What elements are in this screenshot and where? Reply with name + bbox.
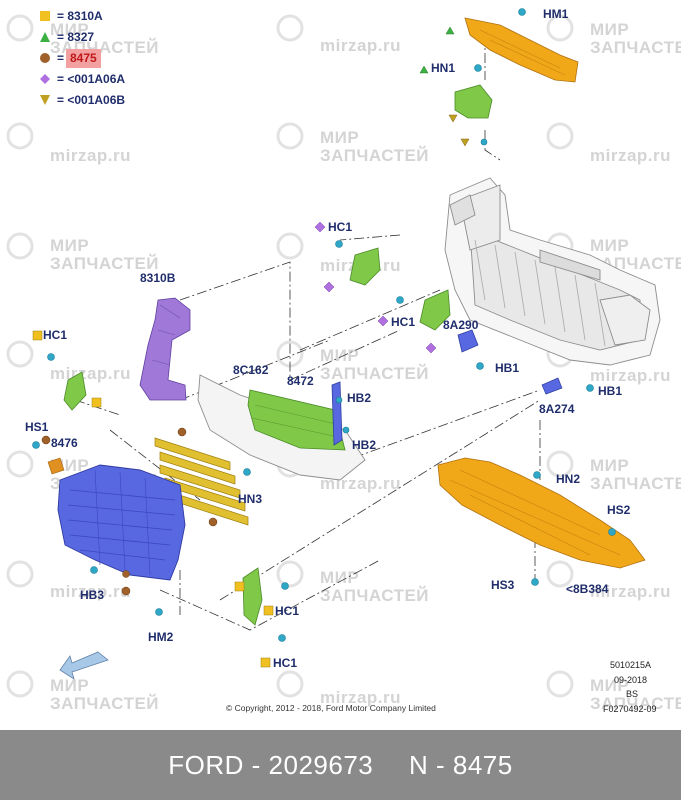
watermark: mirzap.ru — [320, 36, 402, 55]
callout-8a274: 8A274 — [539, 402, 575, 416]
legend-separator: = — [57, 93, 65, 107]
callout-hc1: HC1 — [273, 656, 298, 670]
watermark: МИР — [590, 236, 630, 255]
watermark: ЗАПЧАСТЕЙ — [590, 38, 681, 57]
callout-8b384: <8B384 — [566, 582, 609, 596]
callout-hb1: HB1 — [495, 361, 520, 375]
bracket-part — [419, 289, 451, 331]
bracket-part — [63, 371, 87, 411]
watermark: mirzap.ru — [50, 146, 132, 165]
legend-separator: = — [57, 9, 65, 23]
legend-label: 8327 — [67, 30, 95, 44]
watermark: mirzap.ru — [50, 364, 132, 383]
triangle-up-icon — [40, 32, 50, 42]
watermark: МИР — [320, 128, 360, 147]
callout-8a290: 8A290 — [443, 318, 479, 332]
callout-hs1: HS1 — [25, 420, 49, 434]
callout-hb2: HB2 — [347, 391, 372, 405]
callout-hb3: HB3 — [80, 588, 105, 602]
seal-strip — [331, 381, 343, 446]
exploded-view — [6, 8, 661, 698]
callout-hn3: HN3 — [238, 492, 263, 506]
watermark: МИР — [320, 568, 360, 587]
watermark: МИР — [50, 236, 90, 255]
watermark: ЗАПЧАСТЕЙ — [50, 254, 160, 273]
bracket-part — [454, 84, 493, 119]
legend-separator: = — [57, 30, 65, 44]
watermark: МИР — [50, 676, 90, 695]
parts-diagram: МИР ЗАПЧАСТЕЙ mirzap.ru МИР ЗАПЧАСТЕЙ МИ… — [6, 7, 681, 714]
callout-hb2: HB2 — [352, 438, 377, 452]
legend-separator: = — [57, 72, 65, 86]
watermark: МИР — [50, 20, 90, 39]
part-8475-markers — [41, 427, 218, 596]
bracket-part — [349, 247, 381, 286]
legend-label: <001A06B — [67, 93, 126, 107]
grille-shutter — [57, 464, 186, 581]
diagram-date: 09-2018 — [614, 675, 648, 685]
seal-strips — [154, 437, 249, 526]
triangle-down-icon — [40, 95, 50, 105]
callout-8c162: 8C162 — [233, 363, 269, 377]
watermark: ЗАПЧАСТЕЙ — [320, 146, 430, 165]
watermark: ЗАПЧАСТЕЙ — [590, 694, 681, 713]
watermark: ЗАПЧАСТЕЙ — [590, 474, 681, 493]
square-icon — [40, 11, 50, 21]
callout-hb1: HB1 — [598, 384, 623, 398]
callout-hs2: HS2 — [607, 503, 631, 517]
diagram-code: 5010215A — [610, 660, 652, 670]
watermark: mirzap.ru — [590, 146, 672, 165]
callout-hn1: HN1 — [431, 61, 456, 75]
callout-hc1: HC1 — [43, 328, 68, 342]
callout-hs3: HS3 — [491, 578, 515, 592]
diamond-icon — [40, 74, 50, 84]
brand-part-number: FORD - 2029673 — [168, 750, 374, 780]
watermark: mirzap.ru — [50, 582, 132, 601]
callout-hm2: HM2 — [148, 630, 174, 644]
radiator-support — [444, 177, 661, 366]
symbol-markers — [32, 26, 470, 668]
watermark: ЗАПЧАСТЕЙ — [320, 586, 430, 605]
watermark: ЗАПЧАСТЕЙ — [50, 694, 160, 713]
part-number: N - 8475 — [408, 750, 513, 780]
direction-arrow — [59, 651, 109, 680]
callout-hc1: HC1 — [328, 220, 353, 234]
watermark: МИР — [320, 346, 360, 365]
clip-part — [541, 377, 563, 395]
copyright: © Copyright, 2012 - 2018, Ford Motor Com… — [226, 703, 436, 713]
callout-hn2: HN2 — [556, 472, 581, 486]
clip-part-8476 — [47, 457, 65, 475]
callout-8310b: 8310B — [140, 271, 176, 285]
lower-shield-part — [437, 457, 646, 569]
watermark: mirzap.ru — [590, 582, 672, 601]
bracket-part — [457, 329, 479, 353]
watermark: ЗАПЧАСТЕЙ — [320, 364, 430, 383]
callout-hc1: HC1 — [391, 315, 416, 329]
callout-hc1: HC1 — [275, 604, 300, 618]
watermark: МИР — [590, 456, 630, 475]
diagram-region: BS — [626, 689, 639, 699]
watermark: МИР — [590, 20, 630, 39]
legend-label-highlighted: 8475 — [66, 49, 101, 68]
bracket-part — [242, 567, 263, 626]
legend-label: 8310A — [67, 9, 103, 23]
watermark: mirzap.ru — [590, 366, 672, 385]
callout-8472: 8472 — [287, 374, 314, 388]
callout-8476: 8476 — [51, 436, 78, 450]
fasteners — [32, 8, 616, 642]
watermark: mirzap.ru — [320, 688, 402, 707]
watermark: МИР — [590, 676, 630, 695]
air-duct-part — [139, 297, 191, 401]
diagram-id: F0270492-09 — [603, 704, 657, 714]
legend-separator: = — [57, 51, 65, 65]
legend-label: <001A06A — [67, 72, 126, 86]
callout-hm1: HM1 — [543, 7, 569, 21]
circle-icon — [40, 53, 50, 63]
footer-bar: FORD - 2029673 N - 8475 — [0, 730, 681, 800]
